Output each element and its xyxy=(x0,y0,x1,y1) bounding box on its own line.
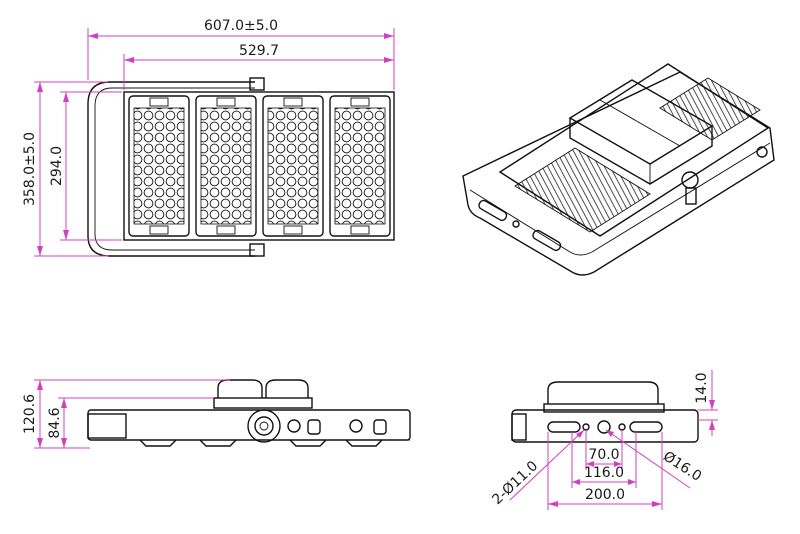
top-view: 607.0±5.0 529.7 358.0±5.0 294.0 xyxy=(22,18,395,257)
side-pivot xyxy=(247,409,281,443)
side-total-height-label: 120.6 xyxy=(22,394,38,434)
iso-bracket xyxy=(462,71,775,276)
dimension-end-slot-spacing: 200.0 xyxy=(547,432,663,510)
dimension-side-body-height: 84.6 xyxy=(47,397,214,448)
led-module xyxy=(329,95,391,237)
end-top-offset-label: 14.0 xyxy=(694,372,710,403)
iso-heatsink-front xyxy=(514,147,651,233)
led-module xyxy=(195,95,257,237)
mounting-bracket xyxy=(87,81,255,257)
led-module xyxy=(262,95,324,237)
isometric-view xyxy=(462,63,775,276)
dimension-overall-height: 358.0±5.0 xyxy=(22,81,108,257)
side-body-height-label: 84.6 xyxy=(47,407,63,438)
dimension-end-top-offset: 14.0 xyxy=(694,370,718,436)
dimension-end-hole-spacing-b: 116.0 xyxy=(571,432,637,488)
dimension-inner-height: 294.0 xyxy=(49,91,122,241)
mounting-bracket-inner xyxy=(94,87,255,251)
side-view: 120.6 84.6 xyxy=(22,379,411,449)
center-hole-diameter-label: Ø16.0 xyxy=(660,448,704,484)
dimension-overall-width: 607.0±5.0 xyxy=(87,18,395,90)
housing-frame xyxy=(123,91,395,241)
inner-width-label: 529.7 xyxy=(239,43,279,59)
end-hole-spacing-b-label: 116.0 xyxy=(584,465,624,481)
dimension-inner-width: 529.7 xyxy=(123,43,394,90)
led-module xyxy=(128,95,190,237)
end-view: 14.0 70.0 116.0 200.0 xyxy=(489,370,718,510)
led-modules xyxy=(128,95,391,237)
end-slot-spacing-label: 200.0 xyxy=(585,487,625,503)
inner-height-label: 294.0 xyxy=(49,146,65,186)
slot-diameter-label: 2-Ø11.0 xyxy=(489,458,541,508)
overall-width-label: 607.0±5.0 xyxy=(204,18,278,34)
end-driver-dome xyxy=(547,381,659,404)
dimension-side-total-height: 120.6 xyxy=(22,379,230,449)
iso-heatsink-rear xyxy=(659,77,761,141)
end-slot xyxy=(547,421,581,433)
side-driver-dome xyxy=(217,379,263,398)
end-slot xyxy=(629,421,663,433)
end-hole-spacing-a-label: 70.0 xyxy=(588,447,619,463)
dimension-end-hole-spacing-a: 70.0 xyxy=(585,430,623,470)
side-driver-dome xyxy=(265,379,309,398)
overall-height-label: 358.0±5.0 xyxy=(22,132,38,206)
end-center-hole xyxy=(597,420,611,434)
end-bracket xyxy=(511,409,699,443)
